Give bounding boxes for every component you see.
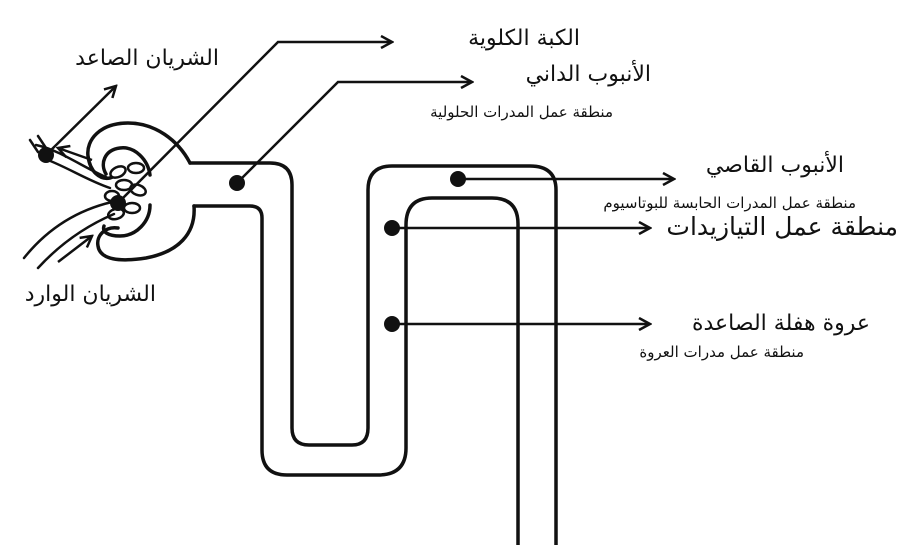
afferent-vessel	[22, 200, 114, 260]
afferent-arteriole-label: الشريان الوارد	[24, 282, 156, 307]
bowman-capsule-outline	[86, 121, 196, 262]
thiazide-site-label: منطقة عمل التيازيدات	[666, 212, 898, 241]
vessel-tick-2	[36, 134, 48, 150]
proximal-tubule-pointer	[236, 82, 472, 184]
ascending-loop-note: منطقة عمل مدرات العروة	[639, 343, 804, 361]
afferent-vessel-2	[36, 212, 116, 270]
proximal-tubule-dot	[229, 175, 245, 191]
ascending-loop-dot	[384, 316, 400, 332]
proximal-tubule-note: منطقة عمل المدرات الحلولية	[430, 103, 613, 121]
ascending-loop-label: عروة هفلة الصاعدة	[691, 311, 870, 336]
efferent-arteriole-label: الشريان الصاعد	[75, 46, 219, 71]
distal-tubule-note: منطقة عمل المدرات الحابسة للبوتاسيوم	[603, 194, 856, 212]
distal-tubule-dot	[450, 171, 466, 187]
proximal-tubule-label: الأنبوب الداني	[525, 62, 651, 87]
bowman-capsule-inner	[101, 146, 152, 238]
distal-tubule-label: الأنبوب القاصي	[705, 153, 844, 178]
glomerulus-tuft	[103, 161, 147, 221]
efferent-label-pointer	[45, 86, 116, 156]
thiazide-dot	[384, 220, 400, 236]
glomerulus-label: الكبة الكلوية	[468, 26, 580, 51]
afferent-flow-arrow	[57, 236, 92, 263]
glomerulus-pointer	[117, 42, 392, 204]
tubule-inner-wall	[192, 196, 520, 545]
efferent-flow-arrow	[58, 148, 93, 162]
tubule-outer-wall	[188, 161, 558, 545]
efferent-vessel	[34, 143, 110, 180]
efferent-dot	[38, 147, 54, 163]
vessel-tick-1	[28, 138, 40, 154]
glomerulus-dot	[110, 195, 126, 211]
